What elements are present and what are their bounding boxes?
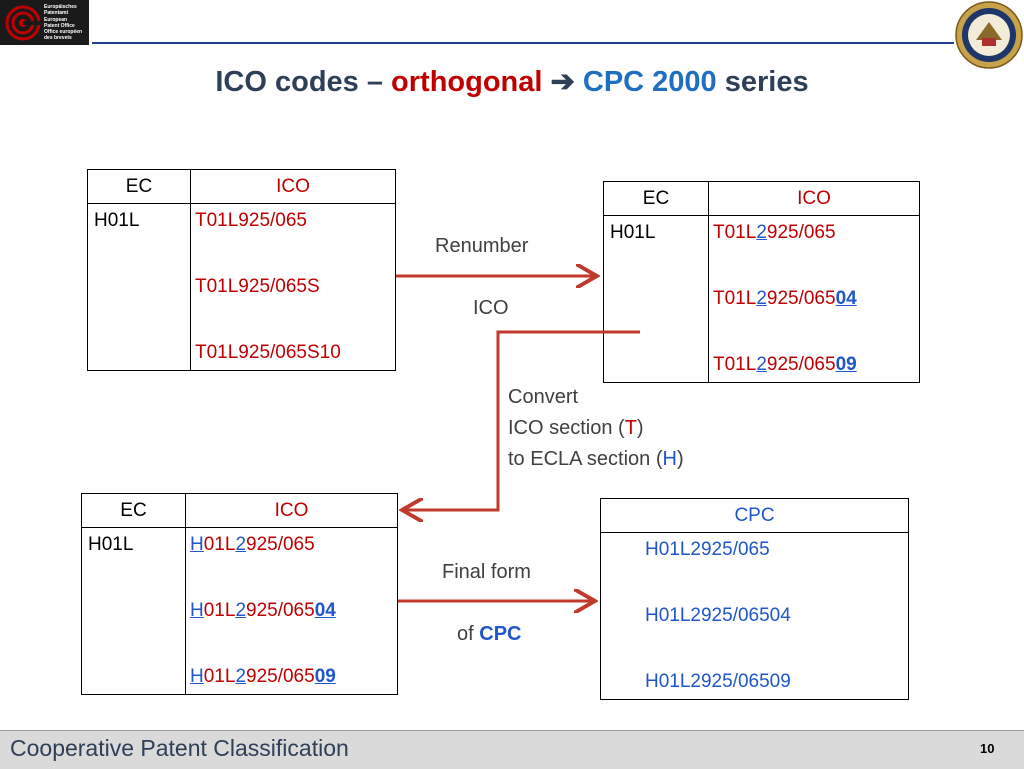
table-converted-ico: EC ICO H01L H01L2925/065 H01L2925/06504 … [81, 493, 398, 695]
table-cpc: CPC H01L2925/065 H01L2925/06504 H01L2925… [600, 498, 909, 700]
header-divider [92, 42, 954, 44]
epo-logo: Europäisches Patentamt European Patent O… [0, 0, 89, 45]
slide-title: ICO codes – orthogonal ➔ CPC 2000 series [215, 66, 809, 98]
ico-code: H01L2925/065 [190, 534, 315, 555]
cpc-header: CPC [600, 498, 909, 533]
cpc-code: H01L2925/06509 [645, 671, 791, 692]
ico-header: ICO [185, 493, 398, 528]
ico-code: T01L925/065S10 [195, 342, 341, 363]
ico-cell: T01L925/065 T01L925/065S T01L925/065S10 [190, 203, 396, 371]
page-number: 10 [980, 741, 995, 756]
ec-header: EC [603, 181, 709, 216]
ec-header: EC [87, 169, 191, 204]
cpc-cell: H01L2925/065 H01L2925/06504 H01L2925/065… [600, 532, 909, 700]
ico-code: T01L925/065S [195, 276, 320, 297]
of-cpc-label: of CPC [457, 623, 522, 645]
ico-label: ICO [473, 297, 509, 319]
final-form-label: Final form [442, 561, 531, 583]
renumber-label: Renumber [435, 235, 529, 257]
cpc-code: H01L2925/065 [645, 539, 770, 560]
ico-code: T01L2925/065 [713, 222, 836, 243]
ico-cell: H01L2925/065 H01L2925/06504 H01L2925/065… [185, 527, 398, 695]
ico-code: T01L2925/06504 [713, 288, 857, 309]
ico-code: H01L2925/06509 [190, 666, 336, 687]
ec-cell: H01L [81, 527, 186, 695]
footer-title: Cooperative Patent Classification [10, 735, 349, 761]
footer-bar [0, 730, 1024, 769]
table-original-ico: EC ICO H01L T01L925/065 T01L925/065S T01… [87, 169, 396, 371]
ico-code: H01L2925/06504 [190, 600, 336, 621]
ico-cell: T01L2925/065 T01L2925/06504 T01L2925/065… [708, 215, 920, 383]
ec-header: EC [81, 493, 186, 528]
ec-cell: H01L [603, 215, 709, 383]
ico-header: ICO [190, 169, 396, 204]
uspto-seal-icon [955, 1, 1023, 69]
cpc-code: H01L2925/06504 [645, 605, 791, 626]
epo-logo-text: Europäisches Patentamt European Patent O… [44, 4, 83, 42]
table-renumbered-ico: EC ICO H01L T01L2925/065 T01L2925/06504 … [603, 181, 920, 383]
epo-mark-icon [5, 5, 41, 41]
ec-cell: H01L [87, 203, 191, 371]
ico-code: T01L925/065 [195, 210, 307, 231]
ico-header: ICO [708, 181, 920, 216]
convert-label: Convert ICO section (T) to ECLA section … [508, 386, 684, 470]
ico-code: T01L2925/06509 [713, 354, 857, 375]
